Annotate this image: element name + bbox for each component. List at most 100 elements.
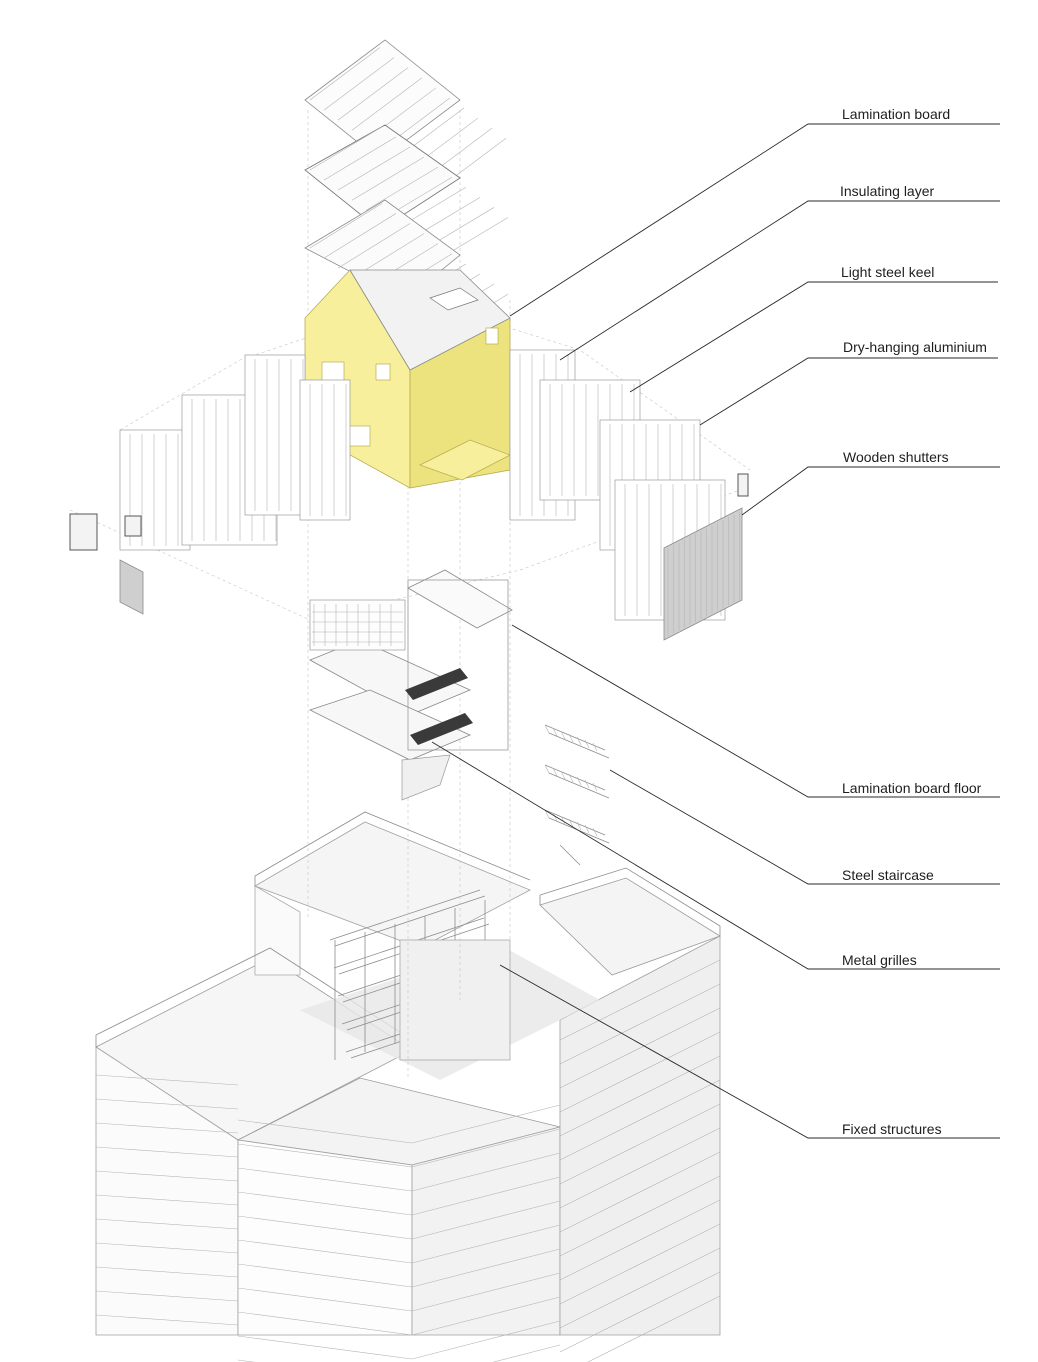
label-light-steel-keel: Light steel keel xyxy=(841,264,934,280)
label-fixed-structures: Fixed structures xyxy=(842,1121,942,1137)
wooden-shutter-left xyxy=(119,559,144,615)
floor-line xyxy=(559,1247,721,1329)
stair-tread xyxy=(592,742,598,752)
label-lamination-board-floor: Lamination board floor xyxy=(842,780,982,796)
floor-line xyxy=(559,1151,721,1233)
floor-line xyxy=(237,1239,413,1264)
house-window xyxy=(485,327,499,345)
label-steel-staircase: Steel staircase xyxy=(842,867,934,883)
floor-line xyxy=(237,1191,413,1216)
floor-line xyxy=(95,1266,239,1278)
floor-line xyxy=(95,1242,239,1254)
stair-tread xyxy=(568,773,574,783)
floor-line xyxy=(237,1287,413,1312)
stair-tread xyxy=(576,776,582,786)
base-building xyxy=(95,811,721,1362)
floor-line xyxy=(559,1127,721,1209)
floor-line xyxy=(411,1200,561,1240)
roof-hatch-line xyxy=(337,146,411,191)
steel-beam xyxy=(329,889,481,941)
stair-tread xyxy=(544,724,550,734)
floor-line xyxy=(237,1119,413,1144)
roof-hatch-line xyxy=(309,203,383,249)
floor-line xyxy=(95,1290,239,1302)
steel-staircases xyxy=(544,724,610,866)
stair-stringer xyxy=(559,844,581,866)
floor-line xyxy=(95,1122,239,1134)
metal-grille-plate xyxy=(410,713,473,745)
stair-tread xyxy=(584,739,590,749)
floor-line xyxy=(95,1098,239,1110)
stair-tread xyxy=(584,824,590,834)
floor-line xyxy=(95,1194,239,1206)
floor-line xyxy=(587,1295,721,1362)
floor-line xyxy=(559,1079,721,1161)
wall-panel-layers xyxy=(119,349,726,621)
wooden-shutter-panel xyxy=(663,507,743,641)
stair-tread xyxy=(576,821,582,831)
stair-stringer xyxy=(544,764,606,791)
stair-tread xyxy=(552,767,558,777)
base-mid-wall-left xyxy=(237,1139,413,1336)
floor-line xyxy=(95,1218,239,1230)
metal-grille-plate xyxy=(405,668,468,700)
fixed-steel-structure xyxy=(329,889,511,1061)
floor-line xyxy=(411,1296,561,1336)
base-right-wall xyxy=(559,935,721,1336)
leader-lines xyxy=(431,123,1000,1139)
base-floor-lines xyxy=(95,959,721,1362)
stair-tread xyxy=(544,809,550,819)
floor-line xyxy=(237,1335,413,1360)
stair-stringer xyxy=(544,809,606,836)
floor-line xyxy=(237,1311,413,1336)
floor-line xyxy=(411,1224,561,1264)
stair-tread xyxy=(592,827,598,837)
skylight xyxy=(429,287,479,311)
label-dry-hanging-aluminium: Dry-hanging aluminium xyxy=(843,339,987,355)
floor-line xyxy=(559,1103,721,1185)
label-lamination-board: Lamination board xyxy=(842,106,950,122)
roof-hatch-line xyxy=(351,156,425,201)
label-wooden-shutters: Wooden shutters xyxy=(843,449,949,465)
floor-line xyxy=(237,1167,413,1192)
label-metal-grilles: Metal grilles xyxy=(842,952,917,968)
roof-hatch-line xyxy=(323,57,395,111)
roof-hatch-line xyxy=(365,166,439,211)
base-back-roof xyxy=(254,821,531,949)
roof-hatch-line xyxy=(309,47,381,101)
roof-hatch-line xyxy=(351,77,423,131)
stair-tread xyxy=(592,782,598,792)
wall-panel xyxy=(244,354,306,516)
label-insulating-layer: Insulating layer xyxy=(840,183,935,199)
stair-tread xyxy=(552,812,558,822)
floor-line xyxy=(95,1146,239,1158)
loose-window-frame xyxy=(737,473,749,497)
stair-stringer xyxy=(544,724,606,751)
floor-line xyxy=(559,1175,721,1257)
stair-tread xyxy=(552,727,558,737)
floor-line xyxy=(411,1152,561,1192)
floor-line xyxy=(559,983,721,1065)
floor-line xyxy=(411,1320,561,1360)
roof-hatch-line xyxy=(337,223,411,269)
floor-line xyxy=(411,1248,561,1288)
floor-line xyxy=(559,1031,721,1113)
stair-stringer xyxy=(548,772,610,799)
roof-hatch-line xyxy=(323,136,397,181)
floor-line xyxy=(237,1143,413,1168)
floor-line xyxy=(411,1128,561,1168)
interior-floors xyxy=(308,569,513,801)
stair-tread xyxy=(560,730,566,740)
floor-line xyxy=(559,1007,721,1089)
roof-hatch-line xyxy=(323,213,397,259)
floor-line xyxy=(559,1055,721,1137)
wall-panel xyxy=(299,379,351,521)
floor-line xyxy=(559,959,721,1041)
floor-line xyxy=(237,1215,413,1240)
stair-tread xyxy=(544,764,550,774)
stair-stringer xyxy=(548,732,610,759)
floor-line xyxy=(559,1199,721,1281)
roof-hatch-line xyxy=(309,126,383,171)
stair-tread xyxy=(584,779,590,789)
roof-hatch-line xyxy=(337,67,409,121)
